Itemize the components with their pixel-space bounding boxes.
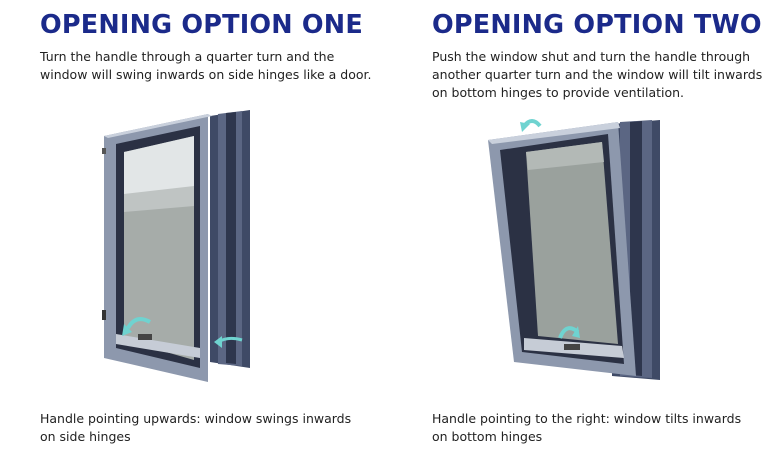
option-two-title: OPENING OPTION TWO xyxy=(432,10,762,40)
option-two-description: Push the window shut and turn the handle… xyxy=(432,49,763,100)
option-one-panel: OPENING OPTION ONE Turn the handle throu… xyxy=(40,0,400,461)
side-hinged-window-icon xyxy=(100,96,300,390)
tilt-window-icon xyxy=(484,100,674,394)
option-two-panel: OPENING OPTION TWO Push the window shut … xyxy=(432,0,768,461)
option-two-caption: Handle pointing to the right: window til… xyxy=(432,411,742,444)
option-one-caption: Handle pointing upwards: window swings i… xyxy=(40,411,352,444)
option-one-description: Turn the handle through a quarter turn a… xyxy=(40,49,372,82)
option-one-title: OPENING OPTION ONE xyxy=(40,10,363,40)
